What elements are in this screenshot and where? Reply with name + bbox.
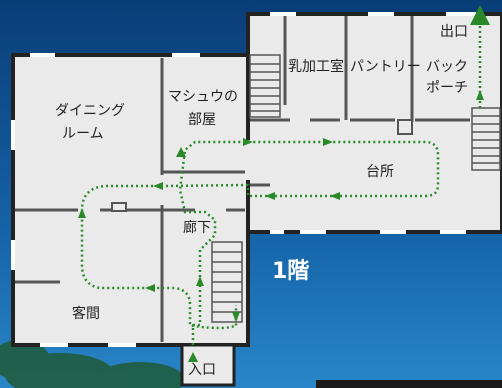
pantry-label: パントリー — [350, 59, 421, 75]
distant-building — [316, 380, 502, 388]
exit-label: 出口 — [440, 24, 468, 40]
windows — [11, 12, 476, 347]
tree-silhouettes — [0, 340, 185, 388]
back-porch-label-line2: ポーチ — [426, 80, 468, 96]
dining-room-label-line2: ルーム — [62, 126, 104, 142]
dining-room-label-line1: ダイニング — [55, 103, 125, 119]
milk-room-label: 乳加工室 — [288, 58, 344, 75]
mashu-room-label-line1: マシュウの — [168, 89, 238, 105]
mashu-room-label-line2: 部屋 — [188, 112, 216, 128]
stairs-hallway — [211, 241, 243, 323]
guest-room-label: 客間 — [72, 305, 100, 322]
stairs-milk-room — [249, 54, 281, 118]
back-porch-label-line1: バック — [426, 59, 468, 75]
wall-fixtures — [111, 119, 413, 212]
interior-walls — [15, 16, 470, 342]
entrance-label: 入口 — [188, 362, 216, 378]
hallway-label: 廊下 — [183, 219, 211, 236]
kitchen-label: 台所 — [366, 164, 394, 180]
route-arrows — [78, 90, 484, 362]
floor-label: 1階 — [272, 259, 309, 284]
stairs-back-porch — [471, 107, 501, 171]
